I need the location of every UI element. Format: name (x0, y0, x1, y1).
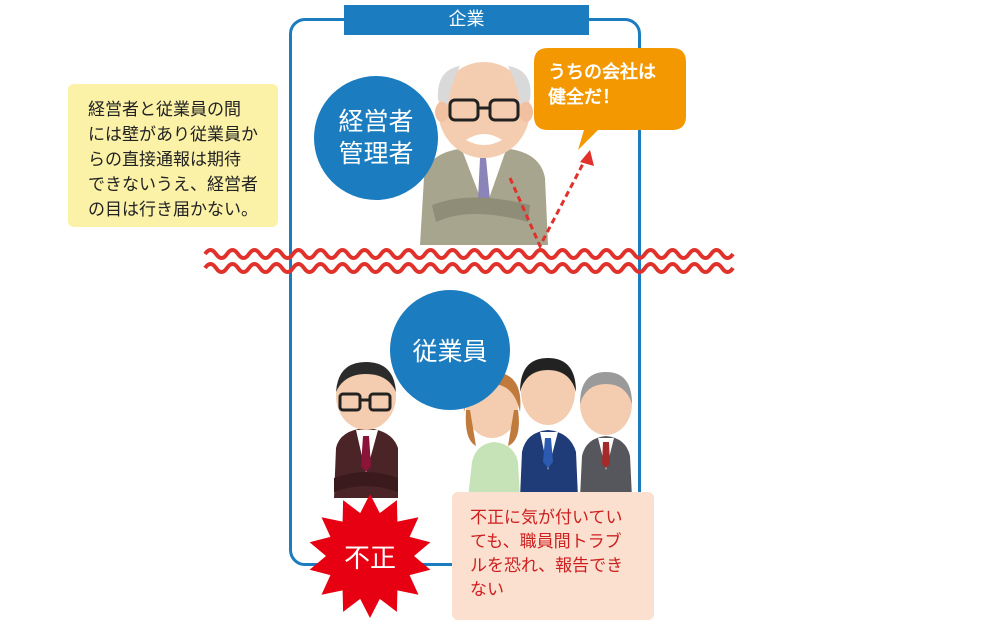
blocked-report-arrow (508, 150, 594, 250)
employee-man-blue-figure (520, 358, 578, 498)
speech-bubble (534, 48, 686, 150)
note-line: できないうえ、経営者 (88, 175, 258, 195)
employee-explanation-note: 不正に気が付いてい ても、職員間トラブ ルを恐れ、報告でき ない (452, 492, 654, 620)
company-label: 企業 (344, 5, 589, 35)
note-line: ても、職員間トラブ (470, 532, 622, 552)
manager-figure (420, 62, 548, 245)
note-line: 経営者と従業員の間 (88, 100, 241, 120)
wall-explanation-note: 経営者と従業員の間 には壁があり従業員か らの直接通報は期待 できないうえ、経営… (68, 84, 278, 227)
note-line: には壁があり従業員か (88, 125, 258, 145)
fraudster-figure (334, 362, 398, 498)
management-label-line: 経営者 (338, 107, 414, 136)
fraud-label: 不正 (343, 544, 396, 574)
speech-line: 健全だ！ (548, 87, 620, 108)
employees-circle: 従業員 (390, 290, 510, 410)
manager-speech-text: うちの会社は 健全だ！ (548, 60, 680, 110)
note-line: ルを恐れ、報告でき (470, 556, 624, 576)
speech-line: うちの会社は (548, 62, 656, 83)
note-line: ない (470, 580, 504, 600)
employee-older-man-figure (580, 372, 632, 498)
note-line: の目は行き届かない。 (88, 200, 258, 220)
management-label-line: 管理者 (338, 139, 414, 168)
management-circle: 経営者 管理者 (314, 76, 438, 200)
note-line: らの直接通報は期待 (88, 150, 241, 170)
wall-wavy-line (203, 248, 735, 274)
fraud-starburst (309, 494, 431, 618)
note-line: 不正に気が付いてい (470, 508, 623, 528)
